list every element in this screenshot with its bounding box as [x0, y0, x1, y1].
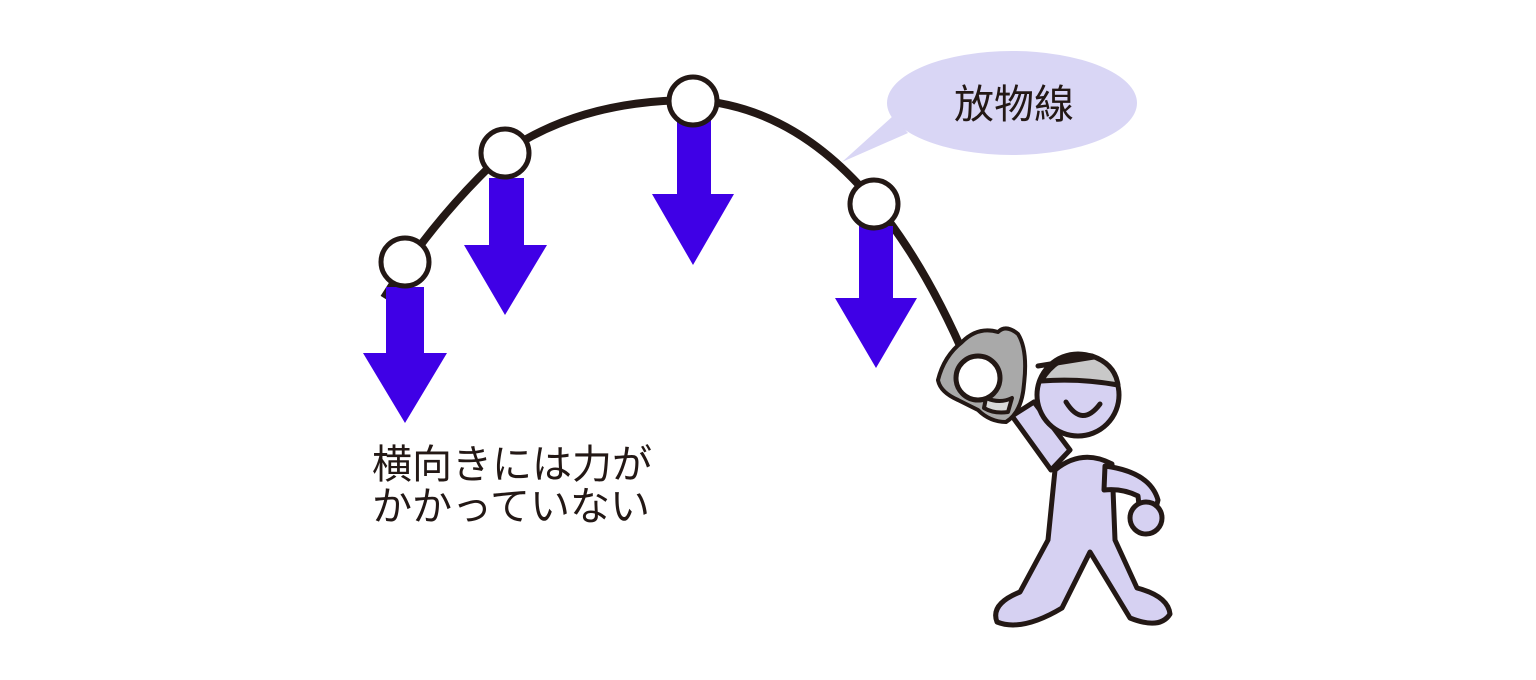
gravity-arrow-icon	[464, 178, 547, 315]
gravity-arrow-icon	[363, 287, 447, 423]
ball-icon	[478, 126, 532, 180]
bubble-tail	[842, 116, 908, 162]
gravity-arrow-icon	[652, 117, 734, 265]
bubble-body	[887, 51, 1137, 155]
ball-icon	[847, 177, 901, 231]
player-body	[993, 454, 1173, 628]
player-cap-brim	[1035, 354, 1097, 369]
gravity-arrow-icon	[835, 226, 917, 368]
speech-bubble: 放物線	[842, 51, 1137, 162]
player-smile	[1063, 399, 1103, 418]
note-line-1: 横向きには力が	[372, 442, 652, 488]
player-raised-arm	[1009, 399, 1073, 473]
note-line-2: かかっていない	[372, 484, 650, 530]
balls	[378, 74, 901, 289]
ball-icon	[666, 74, 720, 128]
force-note: 横向きには力が かかっていない	[372, 442, 652, 530]
player-figure-icon	[993, 351, 1173, 628]
glove-inner	[982, 396, 1014, 415]
ball-icon	[953, 353, 1003, 403]
player-fist	[1127, 499, 1165, 537]
ball-icon	[378, 235, 432, 289]
gravity-arrows	[363, 117, 917, 423]
bubble-label: 放物線	[954, 82, 1074, 128]
